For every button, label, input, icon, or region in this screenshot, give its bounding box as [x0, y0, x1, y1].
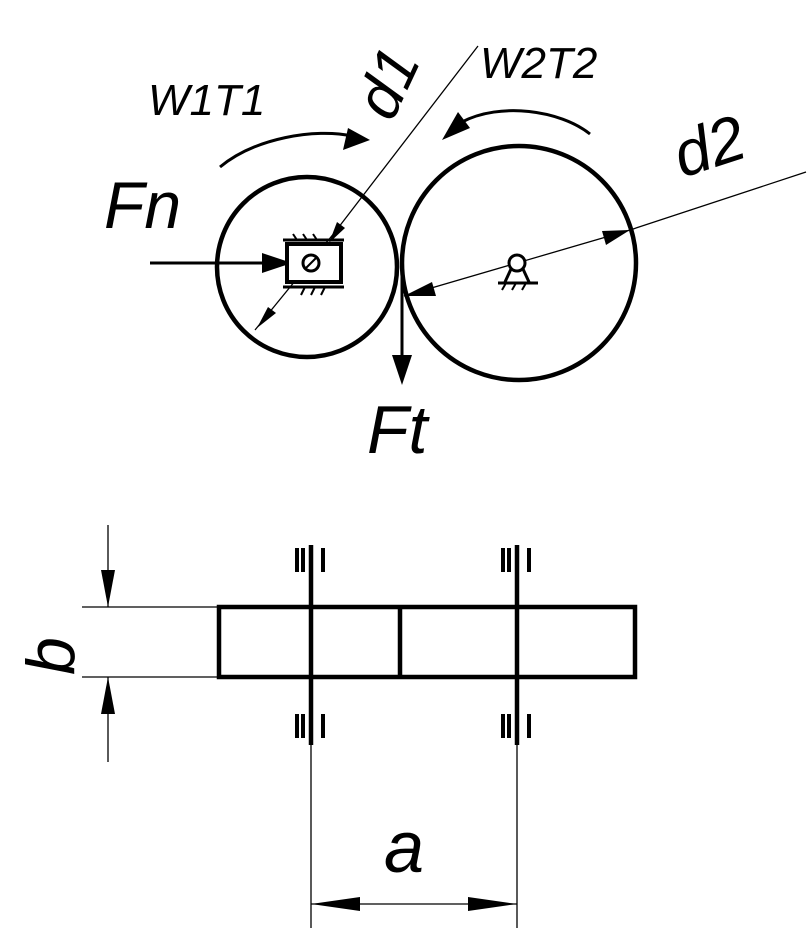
d2-leader-line: [629, 171, 807, 231]
shaft-2-bearing-bottom-icon: [501, 714, 531, 738]
w2t2-rotation-arrow: [461, 109, 591, 136]
d1-lower-arrowhead: [257, 307, 276, 328]
ft-label: Ft: [367, 392, 431, 468]
d1-leader-line: [334, 45, 479, 233]
w1t1-rotation-arrow: [219, 131, 353, 169]
front-view: W1T1 W2T2 d1 d2 Fn Ft: [104, 37, 807, 468]
d2-left-arrowhead: [404, 282, 436, 296]
w2t2-label: W2T2: [480, 39, 597, 88]
gear-2-support-icon: [498, 253, 538, 291]
shaft-1-bearing-bottom-icon: [295, 714, 325, 738]
w1t1-label: W1T1: [148, 76, 265, 125]
shaft-2-bearing-top-icon: [501, 548, 531, 572]
fn-label: Fn: [104, 168, 181, 242]
gear-1-support-icon: [283, 233, 344, 296]
d1-label: d1: [342, 37, 434, 129]
shaft-1-bearing-top-icon: [295, 548, 325, 572]
a-label: a: [384, 808, 424, 888]
a-left-arrowhead: [311, 897, 360, 911]
fn-force-arrowhead: [262, 253, 292, 273]
b-label: b: [13, 637, 89, 675]
b-top-arrowhead: [101, 570, 115, 607]
b-bottom-arrowhead: [101, 677, 115, 714]
d1-upper-arrowhead: [329, 222, 345, 243]
gear-pair-width-rect: [216, 604, 638, 680]
d2-right-arrowhead: [602, 230, 630, 245]
gear-2-circle: [399, 143, 639, 383]
ft-force-arrowhead: [392, 355, 412, 385]
w2t2-arrowhead: [442, 112, 470, 140]
a-right-arrowhead: [468, 897, 517, 911]
w1t1-arrowhead: [343, 128, 370, 150]
plan-view: b a: [13, 525, 638, 928]
d2-label: d2: [664, 101, 754, 191]
gear-1-circle: [214, 174, 400, 360]
